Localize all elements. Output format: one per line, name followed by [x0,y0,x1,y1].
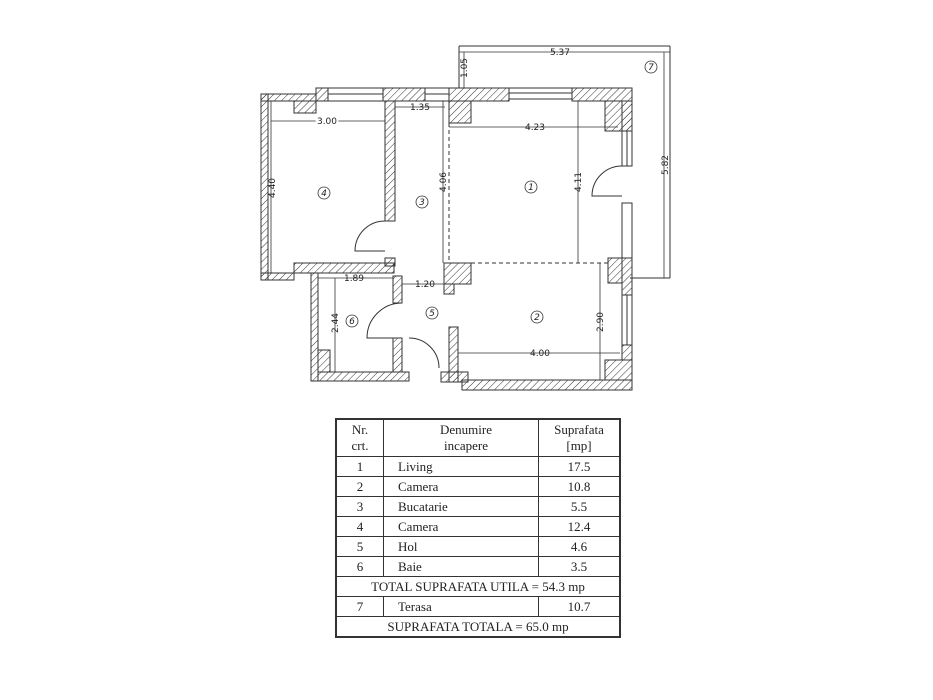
cell-nr: 7 [335,596,384,617]
doors [354,165,623,369]
cell-name: Baie [383,556,539,577]
cell-area: 10.7 [538,596,621,617]
cell-name: Bucatarie [383,496,539,517]
header-area-line1: Suprafata [554,422,604,437]
room-number-labels: 1 2 3 4 5 6 7 [321,63,654,327]
dim-living-width: 4.23 [525,123,545,133]
header-area: Suprafata[mp] [538,418,621,457]
total-row: SUPRAFATA TOTALA = 65.0 mp [335,616,621,638]
cell-name: Camera [383,516,539,537]
terrace-outline [458,45,671,279]
room-number-6: 6 [349,317,355,327]
floor-plan: 5.37 1.05 5.82 3.00 3.00 4.40 1.35 4.06 … [260,45,671,391]
header-nr-line1: Nr. [351,422,369,437]
room-number-2: 2 [534,313,540,323]
table-row: 2 Camera 10.8 [335,476,621,497]
total-util: TOTAL SUPRAFATA UTILA = 54.3 mp [335,576,621,597]
cell-nr: 4 [335,516,384,537]
total-util-row: TOTAL SUPRAFATA UTILA = 54.3 mp [335,576,621,597]
cell-nr: 5 [335,536,384,557]
header-name-line2: incapere [443,438,489,453]
dim-bath-height: 2.44 [331,313,341,333]
cell-name: Terasa [383,596,539,617]
cell-area: 3.5 [538,556,621,577]
dim-room4-width-bg: 3.00 [317,117,337,127]
dim-room2-height: 2.90 [596,312,606,332]
dim-hall-width: 1.20 [415,280,435,290]
table-row: 4 Camera 12.4 [335,516,621,537]
dashed-lines [448,123,608,264]
windows [327,87,633,346]
room-number-1: 1 [528,183,534,193]
cell-nr: 6 [335,556,384,577]
header-nr-line2: crt. [351,438,369,453]
cell-area: 12.4 [538,516,621,537]
table-row: 3 Bucatarie 5.5 [335,496,621,517]
dim-terrace-height: 5.82 [661,155,671,175]
cell-area: 5.5 [538,496,621,517]
dim-kitchen-width: 1.35 [410,103,430,113]
room-number-4: 4 [321,189,327,199]
cell-name: Hol [383,536,539,557]
header-area-line2: [mp] [566,438,592,453]
cell-area: 4.6 [538,536,621,557]
dimension-lines [270,51,670,380]
cell-area: 10.8 [538,476,621,497]
cell-nr: 3 [335,496,384,517]
dim-terrace-offset: 1.05 [460,58,470,78]
dim-room4-height: 4.40 [268,178,278,198]
cell-nr: 1 [335,456,384,477]
table-row: 5 Hol 4.6 [335,536,621,557]
room-number-7: 7 [648,63,654,73]
dim-room2-width: 4.00 [530,349,550,359]
cell-area: 17.5 [538,456,621,477]
walls [260,87,633,391]
room-number-5: 5 [429,309,435,319]
table-row: 7 Terasa 10.7 [335,596,621,617]
dim-living-height: 4.11 [574,172,584,192]
cell-name: Camera [383,476,539,497]
header-nr: Nr.crt. [335,418,384,457]
total-area: SUPRAFATA TOTALA = 65.0 mp [335,616,621,638]
dim-room4-width: 3.00 [317,117,337,127]
cell-name: Living [383,456,539,477]
dim-kitchen-height: 4.06 [439,172,449,192]
room-markers [317,60,658,328]
table-row: 6 Baie 3.5 [335,556,621,577]
header-name-line1: Denumire [440,422,492,437]
dimension-labels: 5.37 1.05 5.82 3.00 3.00 4.40 1.35 4.06 … [268,48,671,359]
dim-bath-width: 1.89 [344,274,364,284]
dim-terrace-width: 5.37 [550,48,570,58]
room-number-3: 3 [419,198,425,208]
cell-nr: 2 [335,476,384,497]
table-row: 1 Living 17.5 [335,456,621,477]
